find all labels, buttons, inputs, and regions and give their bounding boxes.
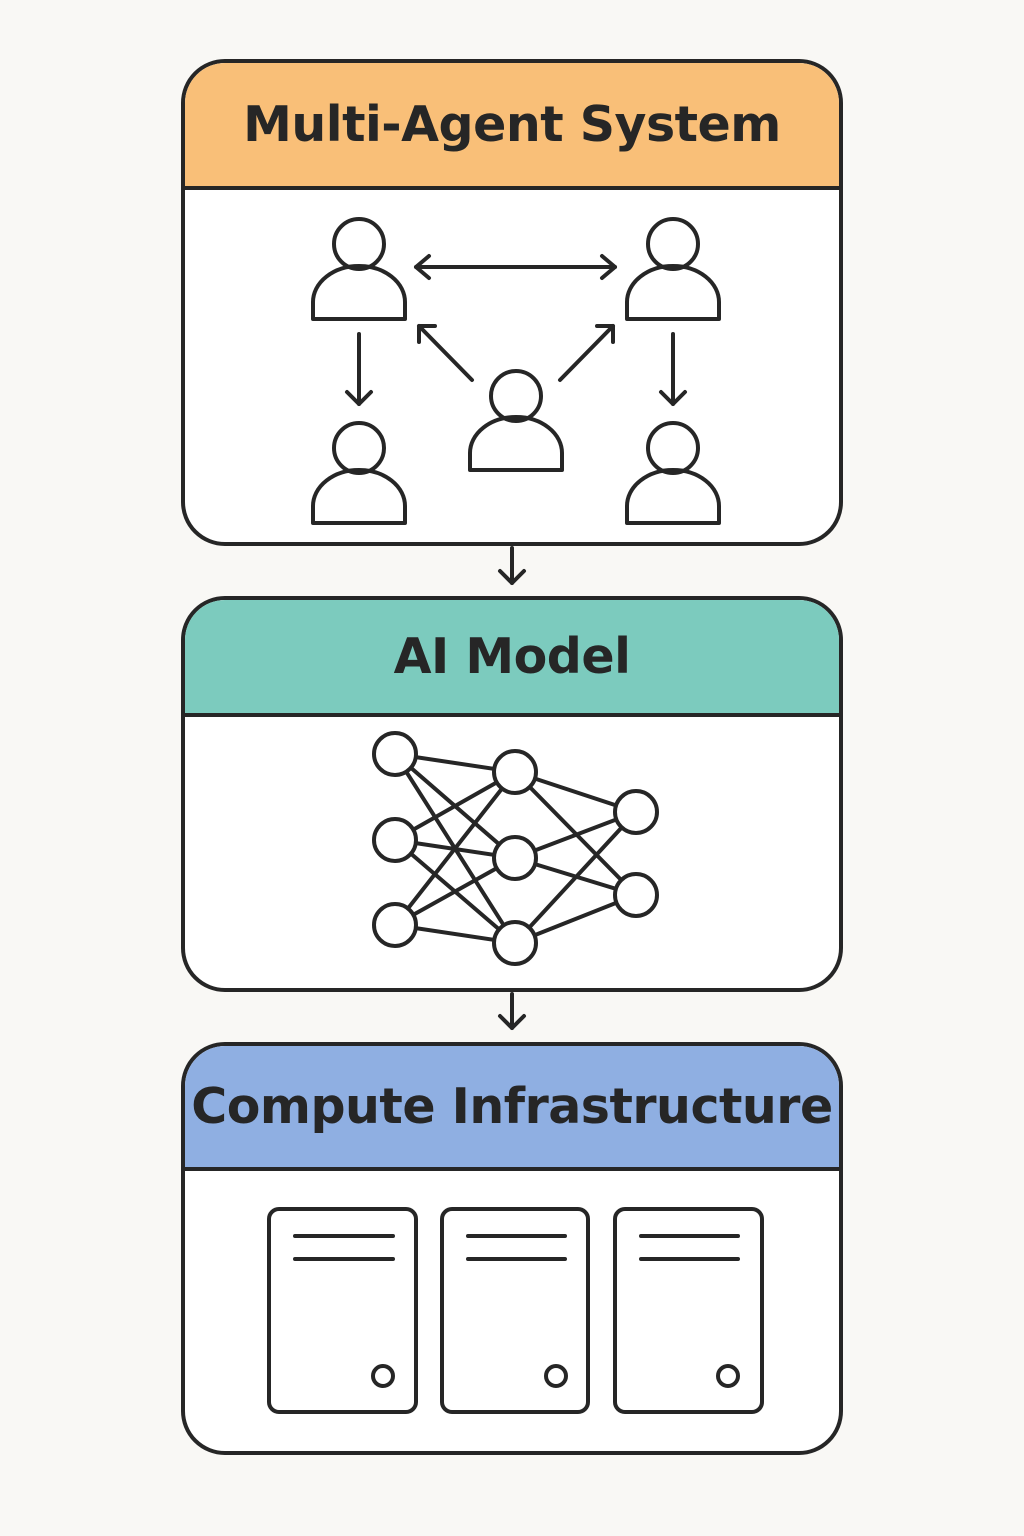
- arrow-center-to-top-left-icon: [417, 324, 474, 382]
- ai-model-panel: AI Model: [181, 596, 843, 992]
- ai-model-body: [185, 717, 839, 988]
- agent-network-icon: [311, 217, 721, 525]
- arrow-down-right-icon: [659, 332, 687, 406]
- ai-model-header: AI Model: [185, 600, 839, 717]
- arrow-down-icon: [498, 992, 526, 1030]
- multi-agent-system-header: Multi-Agent System: [185, 63, 839, 190]
- server-3-icon: [613, 1207, 764, 1414]
- agent-top-right-icon: [625, 217, 721, 321]
- agent-top-left-icon: [311, 217, 407, 321]
- compute-infrastructure-header: Compute Infrastructure: [185, 1046, 839, 1171]
- server-rack-icon: [267, 1207, 764, 1414]
- neural-network-icon: [372, 731, 659, 966]
- compute-infrastructure-body: [185, 1171, 839, 1451]
- arrow-down-icon: [498, 546, 526, 585]
- multi-agent-system-body: [185, 190, 839, 542]
- arrow-center-to-top-right-icon: [558, 324, 615, 382]
- arrow-down-left-icon: [345, 332, 373, 406]
- compute-infrastructure-title: Compute Infrastructure: [191, 1078, 833, 1135]
- server-2-icon: [440, 1207, 590, 1414]
- server-1-icon: [267, 1207, 418, 1414]
- agent-bottom-right-icon: [625, 421, 721, 525]
- compute-infrastructure-panel: Compute Infrastructure: [181, 1042, 843, 1455]
- multi-agent-system-title: Multi-Agent System: [243, 96, 781, 153]
- ai-model-title: AI Model: [393, 628, 631, 685]
- multi-agent-system-panel: Multi-Agent System: [181, 59, 843, 546]
- flow-arrow-2: [492, 992, 532, 1042]
- flow-arrow-1: [492, 546, 532, 596]
- agent-center-icon: [468, 369, 564, 472]
- bidirectional-arrow-icon: [414, 254, 617, 280]
- agent-bottom-left-icon: [311, 421, 407, 525]
